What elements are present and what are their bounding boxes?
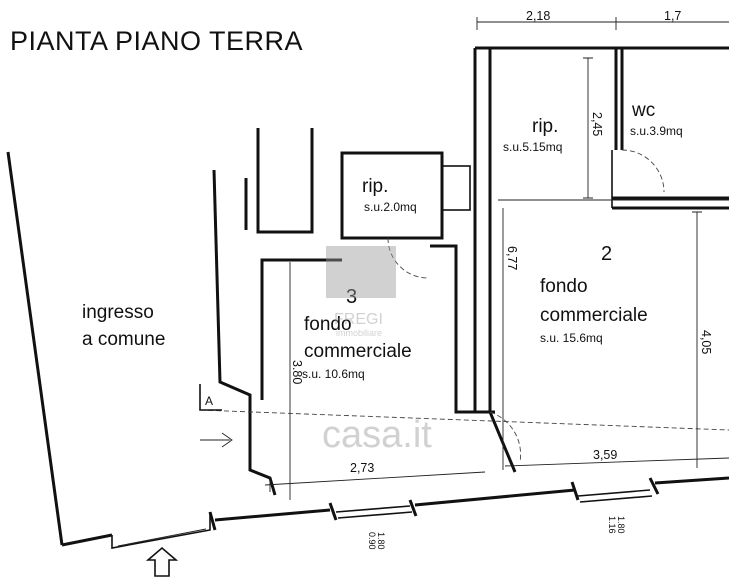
dim-top-left: 2,18 (526, 9, 550, 23)
dim-unit2-width: 3,59 (593, 448, 617, 462)
window-unit2 (577, 489, 653, 503)
wc-bottom-wall (612, 196, 729, 210)
watermark: FREGI immobiliare casa.it (322, 246, 432, 456)
ingresso-label-line1: ingresso (82, 302, 154, 323)
wc-name: wc (631, 100, 655, 121)
section-marker-arrow (200, 432, 233, 448)
ingresso-right-wall (212, 169, 277, 496)
unit2-area: s.u. 15.6mq (540, 331, 603, 345)
ingresso-left-wall (6, 151, 64, 546)
dim-win2-a: 1.16 (607, 516, 617, 534)
unit3-label-line2: commerciale (304, 341, 412, 362)
rip-small-niche (441, 165, 471, 211)
watermark-site: casa.it (322, 414, 432, 456)
dim-win1-b: 1.80 (376, 532, 386, 550)
section-marker-bracket (199, 384, 222, 411)
rip-small-room (340, 151, 444, 240)
unit3-label-line1: fondo (304, 314, 352, 335)
door-swing-unit2 (489, 411, 522, 463)
entrance-arrow-icon (145, 546, 179, 577)
entrance-threshold (117, 528, 207, 547)
unit2-label-line2: commerciale (540, 305, 648, 326)
section-line-a (199, 409, 729, 431)
plan-title: PIANTA PIANO TERRA (10, 26, 303, 56)
dim-rip-height-line (583, 57, 593, 199)
window-unit3 (335, 505, 413, 519)
dim-right-height: 4,05 (699, 330, 713, 354)
dim-right-height-line (692, 211, 702, 468)
unit3-area: s.u. 10.6mq (302, 367, 365, 381)
section-marker-label: A (205, 394, 213, 408)
dim-unit2-height: 6,77 (505, 246, 519, 270)
door-swing-wc (621, 149, 665, 193)
rip-wc-partition (614, 48, 624, 150)
section-line: A (199, 384, 729, 448)
rip-small-name: rip. (362, 176, 388, 197)
rip-top-name: rip. (532, 116, 558, 137)
watermark-building-icon (326, 246, 396, 298)
dim-unit3-width: 2,73 (350, 461, 374, 475)
unit2-label-line1: fondo (540, 276, 588, 297)
dim-win1-a: 0.90 (367, 532, 377, 550)
unit3-right-wall (430, 244, 495, 414)
dimension-labels: 2,18 1,7 2,45 6,77 4,05 3.80 2,73 3,59 0… (290, 9, 713, 550)
room-labels: ingresso a comune 3 fondo commerciale s.… (82, 100, 683, 381)
dim-win2-b: 1.80 (616, 516, 626, 534)
ingresso-label-line2: a comune (82, 329, 165, 350)
dim-unit3-height: 3.80 (290, 360, 304, 384)
wc-area: s.u.3.9mq (630, 124, 683, 138)
dim-top-line (476, 17, 729, 30)
facade-steps (208, 477, 660, 531)
rip-small-area: s.u.2.0mq (364, 200, 417, 214)
rip-top-area: s.u.5.15mq (503, 140, 562, 154)
unit2-number: 2 (601, 243, 612, 265)
dimension-lines (264, 17, 729, 500)
entrance-door (111, 512, 211, 549)
unit3-number: 3 (346, 286, 357, 308)
dim-rip-height: 2,45 (590, 112, 604, 136)
facade-bottom (61, 476, 729, 547)
watermark-brand: FREGI (334, 311, 383, 328)
unit3-outline (260, 258, 342, 400)
upper-stub-right (256, 128, 314, 234)
dim-unit2-width-line (504, 457, 729, 467)
watermark-sub: immobiliare (336, 328, 382, 338)
dim-unit3-width-line (264, 471, 486, 492)
openings (111, 149, 665, 549)
dim-top-right: 1,7 (664, 9, 681, 23)
